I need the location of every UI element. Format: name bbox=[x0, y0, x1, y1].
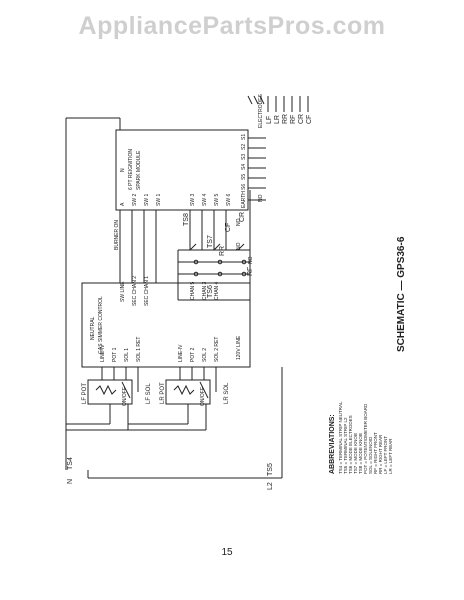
label-cf: CF bbox=[225, 223, 232, 232]
spark-out-0: S1 bbox=[241, 134, 247, 140]
electrode-lr: LR bbox=[274, 115, 281, 124]
simmer-out-5: CHAN 4 bbox=[214, 281, 220, 300]
simmer-out-1: SEC CHAN 2 bbox=[132, 276, 138, 306]
gas-simmer-control-box bbox=[81, 282, 251, 368]
abbr-item-7: RF = RIGHT FRONT bbox=[373, 432, 378, 474]
electrode-rr: RR bbox=[282, 114, 289, 124]
spark-out-4: S5 bbox=[241, 174, 247, 180]
burner-on-label: BURNER ON bbox=[114, 220, 120, 250]
watermark-text: AppliancePartsPros.com bbox=[78, 12, 386, 40]
electrode-cr: CR bbox=[298, 114, 305, 124]
simmer-term-5: POT 2 bbox=[190, 347, 196, 362]
simmer-out-2: SEC CHAN 1 bbox=[144, 276, 150, 306]
label-lr-pot: LR POT bbox=[160, 382, 166, 404]
spark-in-3: SW 3 bbox=[190, 194, 196, 206]
spark-title-1: N bbox=[120, 168, 126, 172]
label-rr: RR bbox=[219, 246, 226, 256]
spark-title-2: 6 PT REIGNITION bbox=[128, 149, 134, 190]
spark-module-box bbox=[115, 129, 249, 211]
spark-out-1: S2 bbox=[241, 144, 247, 150]
label-ts8: TS8 bbox=[183, 213, 190, 226]
simmer-term-2: SOL 1 bbox=[124, 348, 130, 362]
simmer-title-2: GAS SIMMER CONTROL bbox=[98, 296, 104, 354]
spark-in-4: SW 4 bbox=[202, 194, 208, 206]
spark-in-2: SW 1 bbox=[156, 194, 162, 206]
spark-in-6: SW 6 bbox=[226, 194, 232, 206]
electrode-cf: CF bbox=[306, 115, 313, 124]
label-ts4: TS4 bbox=[67, 457, 74, 470]
abbr-item-2: TS6 = MODE ELECTRODES bbox=[348, 415, 353, 474]
label-on-off-2: ON/OFF bbox=[200, 387, 206, 406]
abbr-item-3: TS7 = MODE KNOB bbox=[353, 433, 358, 474]
simmer-term-3: SOL 1 RET bbox=[136, 337, 142, 362]
label-lf-sol: LF SOL bbox=[146, 383, 152, 404]
label-lr-sol: LR SOL bbox=[224, 382, 230, 404]
schematic-title: SCHEMATIC — GPS36-6 bbox=[396, 236, 407, 352]
spark-title-3: SPARK MODULE bbox=[136, 150, 142, 190]
simmer-out-3: CHAN 5 bbox=[190, 281, 196, 300]
abbr-item-0: TS4 = TERMINAL STRIP NEUTRAL bbox=[338, 401, 343, 474]
label-l2: L2 bbox=[267, 482, 274, 490]
simmer-term-1: POT 1 bbox=[112, 347, 118, 362]
spark-in-5: SW 5 bbox=[214, 194, 220, 206]
spark-in-0: SW 2 bbox=[132, 194, 138, 206]
label-n: N bbox=[67, 479, 74, 484]
abbr-item-9: LF = LEFT FRONT bbox=[383, 436, 388, 474]
simmer-term-6: SOL 2 bbox=[202, 348, 208, 362]
label-no-4: NO bbox=[258, 194, 264, 202]
spark-out-3: S4 bbox=[241, 164, 247, 170]
electrode-lf: LF bbox=[266, 116, 273, 124]
simmer-line-label: 120V LINE bbox=[236, 335, 242, 360]
label-ts6: TS6 bbox=[207, 285, 214, 298]
abbr-item-4: TS8 = MODE KNOB bbox=[358, 433, 363, 474]
abbr-item-6: SOL = SOLENOID bbox=[368, 436, 373, 474]
label-ts5: TS5 bbox=[267, 463, 274, 476]
simmer-term-0: LINE-IV bbox=[100, 344, 106, 362]
label-lf-pot: LF POT bbox=[82, 383, 88, 404]
spark-in-1: SW 1 bbox=[144, 194, 150, 206]
label-cr: CR bbox=[239, 212, 246, 222]
abbr-item-5: POT = POTENTIOMETER BOARD bbox=[363, 403, 368, 474]
simmer-out-4: CHAN 3 bbox=[202, 281, 208, 300]
abbr-item-1: TS5 = TERMINAL STRIP L2 bbox=[343, 417, 348, 474]
simmer-out-0: SW LINE bbox=[120, 281, 126, 302]
electrodes-label: ELECTRODES bbox=[258, 93, 264, 128]
simmer-title-1: NEUTRAL bbox=[90, 316, 96, 340]
label-ts7: TS7 bbox=[207, 235, 214, 248]
abbreviations-heading: ABBREVIATIONS: bbox=[329, 414, 336, 474]
label-no-2: NO bbox=[236, 242, 242, 250]
spark-out-6: EARTH bbox=[241, 191, 247, 208]
spark-terminal-a: A bbox=[120, 202, 126, 206]
abbr-item-10: LR = LEFT REAR bbox=[388, 438, 393, 474]
label-on-off-1: ON/OFF bbox=[122, 387, 128, 406]
label-no-3: NO bbox=[236, 218, 242, 226]
spark-out-2: S3 bbox=[241, 154, 247, 160]
simmer-term-7: SOL 2 RET bbox=[214, 337, 220, 362]
electrode-rf: RF bbox=[290, 115, 297, 124]
label-rf: RF bbox=[247, 267, 254, 276]
simmer-term-4: LINE-IV bbox=[178, 344, 184, 362]
label-no-1: NO bbox=[248, 256, 254, 264]
spark-out-5: S6 bbox=[241, 184, 247, 190]
abbr-item-8: RR = RIGHT REAR bbox=[378, 434, 383, 474]
page-number: 15 bbox=[221, 547, 233, 558]
